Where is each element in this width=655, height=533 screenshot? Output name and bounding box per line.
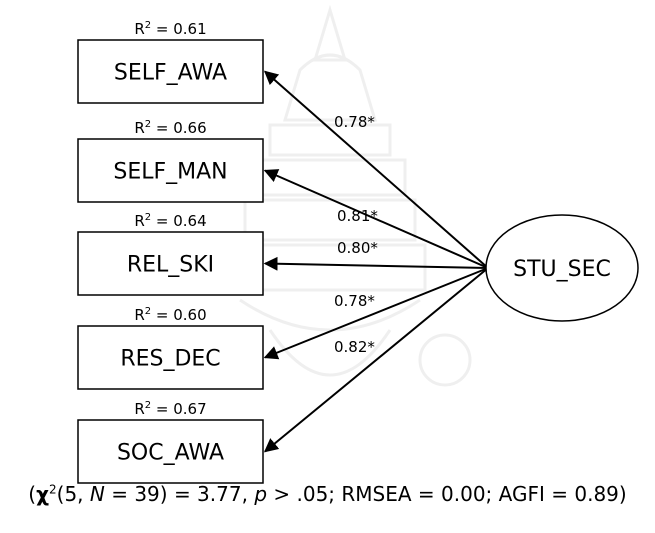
fit-open-paren: (	[28, 482, 37, 506]
indicator-box	[77, 231, 264, 296]
loading-arrow	[263, 256, 489, 271]
r-squared-label: R2 = 0.61	[134, 20, 206, 38]
r-squared-label: R2 = 0.67	[134, 400, 206, 418]
indicator-box	[77, 419, 264, 484]
loading-label: 0.80*	[337, 239, 378, 257]
fit-n: = 39) = 3.77,	[104, 482, 255, 506]
indicator-label: SELF_MAN	[113, 160, 227, 185]
indicator-label: SOC_AWA	[117, 441, 224, 466]
p-symbol: p	[254, 482, 268, 506]
latent-ellipse	[485, 214, 639, 322]
latent-label: STU_SEC	[513, 257, 611, 282]
model-fit-caption: (χ2(5, N = 39) = 3.77, p > .05; RMSEA = …	[0, 482, 655, 506]
loading-arrow	[263, 70, 489, 269]
loading-arrow	[263, 267, 489, 453]
loading-arrow	[263, 169, 489, 269]
loading-label: 0.78*	[334, 292, 375, 310]
indicator-label: RES_DEC	[120, 347, 220, 372]
r-squared-label: R2 = 0.64	[134, 212, 206, 230]
loading-label: 0.81*	[337, 207, 378, 225]
fit-rest: > .05; RMSEA = 0.00; AGFI = 0.89)	[267, 482, 627, 506]
indicator-box	[77, 39, 264, 104]
indicator-box	[77, 138, 264, 203]
indicator-label: REL_SKI	[127, 253, 214, 278]
loading-arrow	[263, 267, 489, 360]
r-squared-label: R2 = 0.66	[134, 119, 206, 137]
indicator-label: SELF_AWA	[114, 61, 227, 86]
indicator-box	[77, 325, 264, 390]
chi-superscript: 2	[49, 482, 57, 497]
loading-label: 0.82*	[334, 338, 375, 356]
chi-symbol: χ	[36, 482, 49, 506]
loading-label: 0.78*	[334, 113, 375, 131]
n-symbol: N	[89, 482, 105, 506]
r-squared-label: R2 = 0.60	[134, 306, 206, 324]
fit-df: (5,	[56, 482, 90, 506]
watermark-seal	[233, 4, 472, 387]
